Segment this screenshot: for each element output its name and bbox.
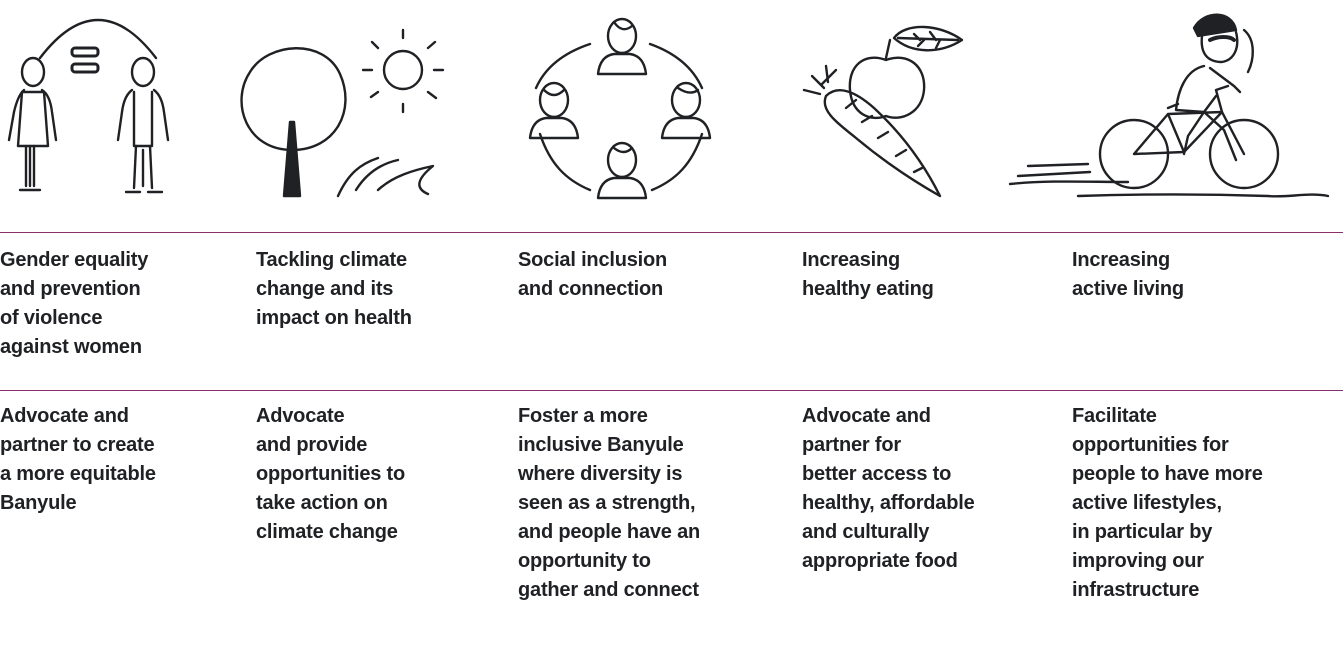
apple-carrot-icon [790,0,990,212]
heading-social-inclusion: Social inclusion and connection [518,249,668,300]
heading-gender-equality: Gender equality and prevention of violen… [0,249,149,358]
heading-active-living: Increasing active living [1072,249,1184,300]
divider-middle [0,390,1343,391]
people-circle-icon [510,0,730,212]
description-social-inclusion: Foster a more inclusive Banyule where di… [518,405,701,601]
description-healthy-eating: Advocate and partner for better access t… [802,405,975,572]
divider-top [0,232,1343,233]
description-climate-change: Advocate and provide opportunities to ta… [256,405,405,543]
heading-healthy-eating: Increasing healthy eating [802,249,934,300]
heading-climate-change: Tackling climate change and its impact o… [256,249,412,329]
tree-sun-river-icon [228,0,463,212]
description-active-living: Facilitate opportunities for people to h… [1072,405,1263,601]
cyclist-icon [1008,0,1343,212]
two-people-dialogue-icon [0,0,200,212]
description-gender-equality: Advocate and partner to create a more eq… [0,405,156,514]
